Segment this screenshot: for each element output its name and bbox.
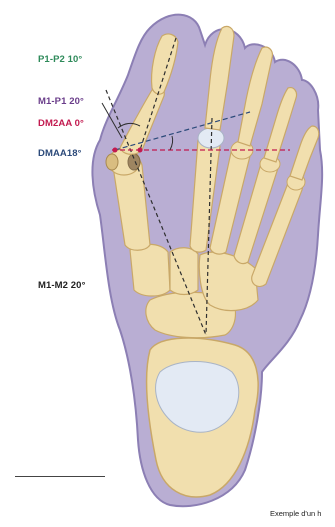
- dm2aa-angle-label: DM2AA 0°: [38, 118, 84, 129]
- sesamoid-medial: [106, 154, 118, 170]
- p1p2-angle-label: P1-P2 10°: [38, 54, 82, 65]
- dm2aa-marker-left: [113, 148, 118, 153]
- divider-rule: [15, 476, 105, 477]
- figure-caption: Exemple d'un h: [270, 509, 321, 518]
- cuneiform-intermediate: [170, 248, 198, 295]
- dm2aa-marker-right: [138, 148, 143, 153]
- metatarsal-2-head: [198, 128, 224, 148]
- cuneiform-medial: [130, 244, 170, 296]
- m1m2-angle-label: M1-M2 20°: [38, 280, 85, 291]
- m1p1-angle-label: M1-P1 20°: [38, 96, 84, 107]
- dmaa-angle-label: DMAA18°: [38, 148, 82, 159]
